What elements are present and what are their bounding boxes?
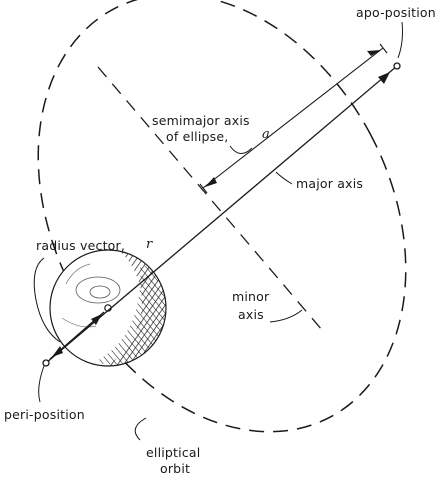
- semimajor-tick-end: [379, 43, 388, 54]
- semimajor-tick-start: [199, 183, 208, 194]
- label-radius-vector: radius vector,: [36, 238, 126, 253]
- leader-apo: [397, 21, 403, 59]
- label-semimajor-line2: of ellipse,: [166, 129, 229, 144]
- label-orbit-line1: elliptical: [146, 445, 201, 460]
- leader-peri: [38, 365, 45, 403]
- leader-semimajor: [229, 145, 253, 154]
- label-peri-position: peri-position: [4, 407, 85, 422]
- planet: [49, 249, 167, 367]
- label-apo-position: apo-position: [356, 5, 436, 20]
- label-semimajor-line1: semimajor axis: [152, 113, 250, 128]
- minor-axis-line: [97, 66, 323, 331]
- semimajor-arrow-end: [367, 50, 381, 56]
- label-semimajor-symbol: a: [262, 127, 270, 142]
- major-axis-arrow: [378, 72, 390, 84]
- label-orbit-line2: orbit: [160, 461, 191, 476]
- semimajor-arrow-start: [205, 177, 217, 187]
- semimajor-dimension-line: [202, 47, 384, 189]
- leader-minor-axis: [269, 309, 303, 323]
- radius-vector-arrow-center: [91, 314, 102, 325]
- apo-position-marker: [393, 62, 401, 70]
- major-axis-line: [45, 65, 398, 364]
- label-minor-line1: minor: [232, 289, 270, 304]
- radius-vector-arrow-peri: [52, 346, 63, 357]
- peri-position-marker: [42, 359, 50, 367]
- leader-orbit: [134, 417, 147, 441]
- leader-major-axis: [275, 171, 293, 185]
- label-minor-line2: axis: [238, 307, 264, 322]
- leader-radius-vector: [33, 257, 61, 343]
- label-radius-symbol: r: [146, 237, 153, 252]
- label-major-axis: major axis: [296, 176, 364, 191]
